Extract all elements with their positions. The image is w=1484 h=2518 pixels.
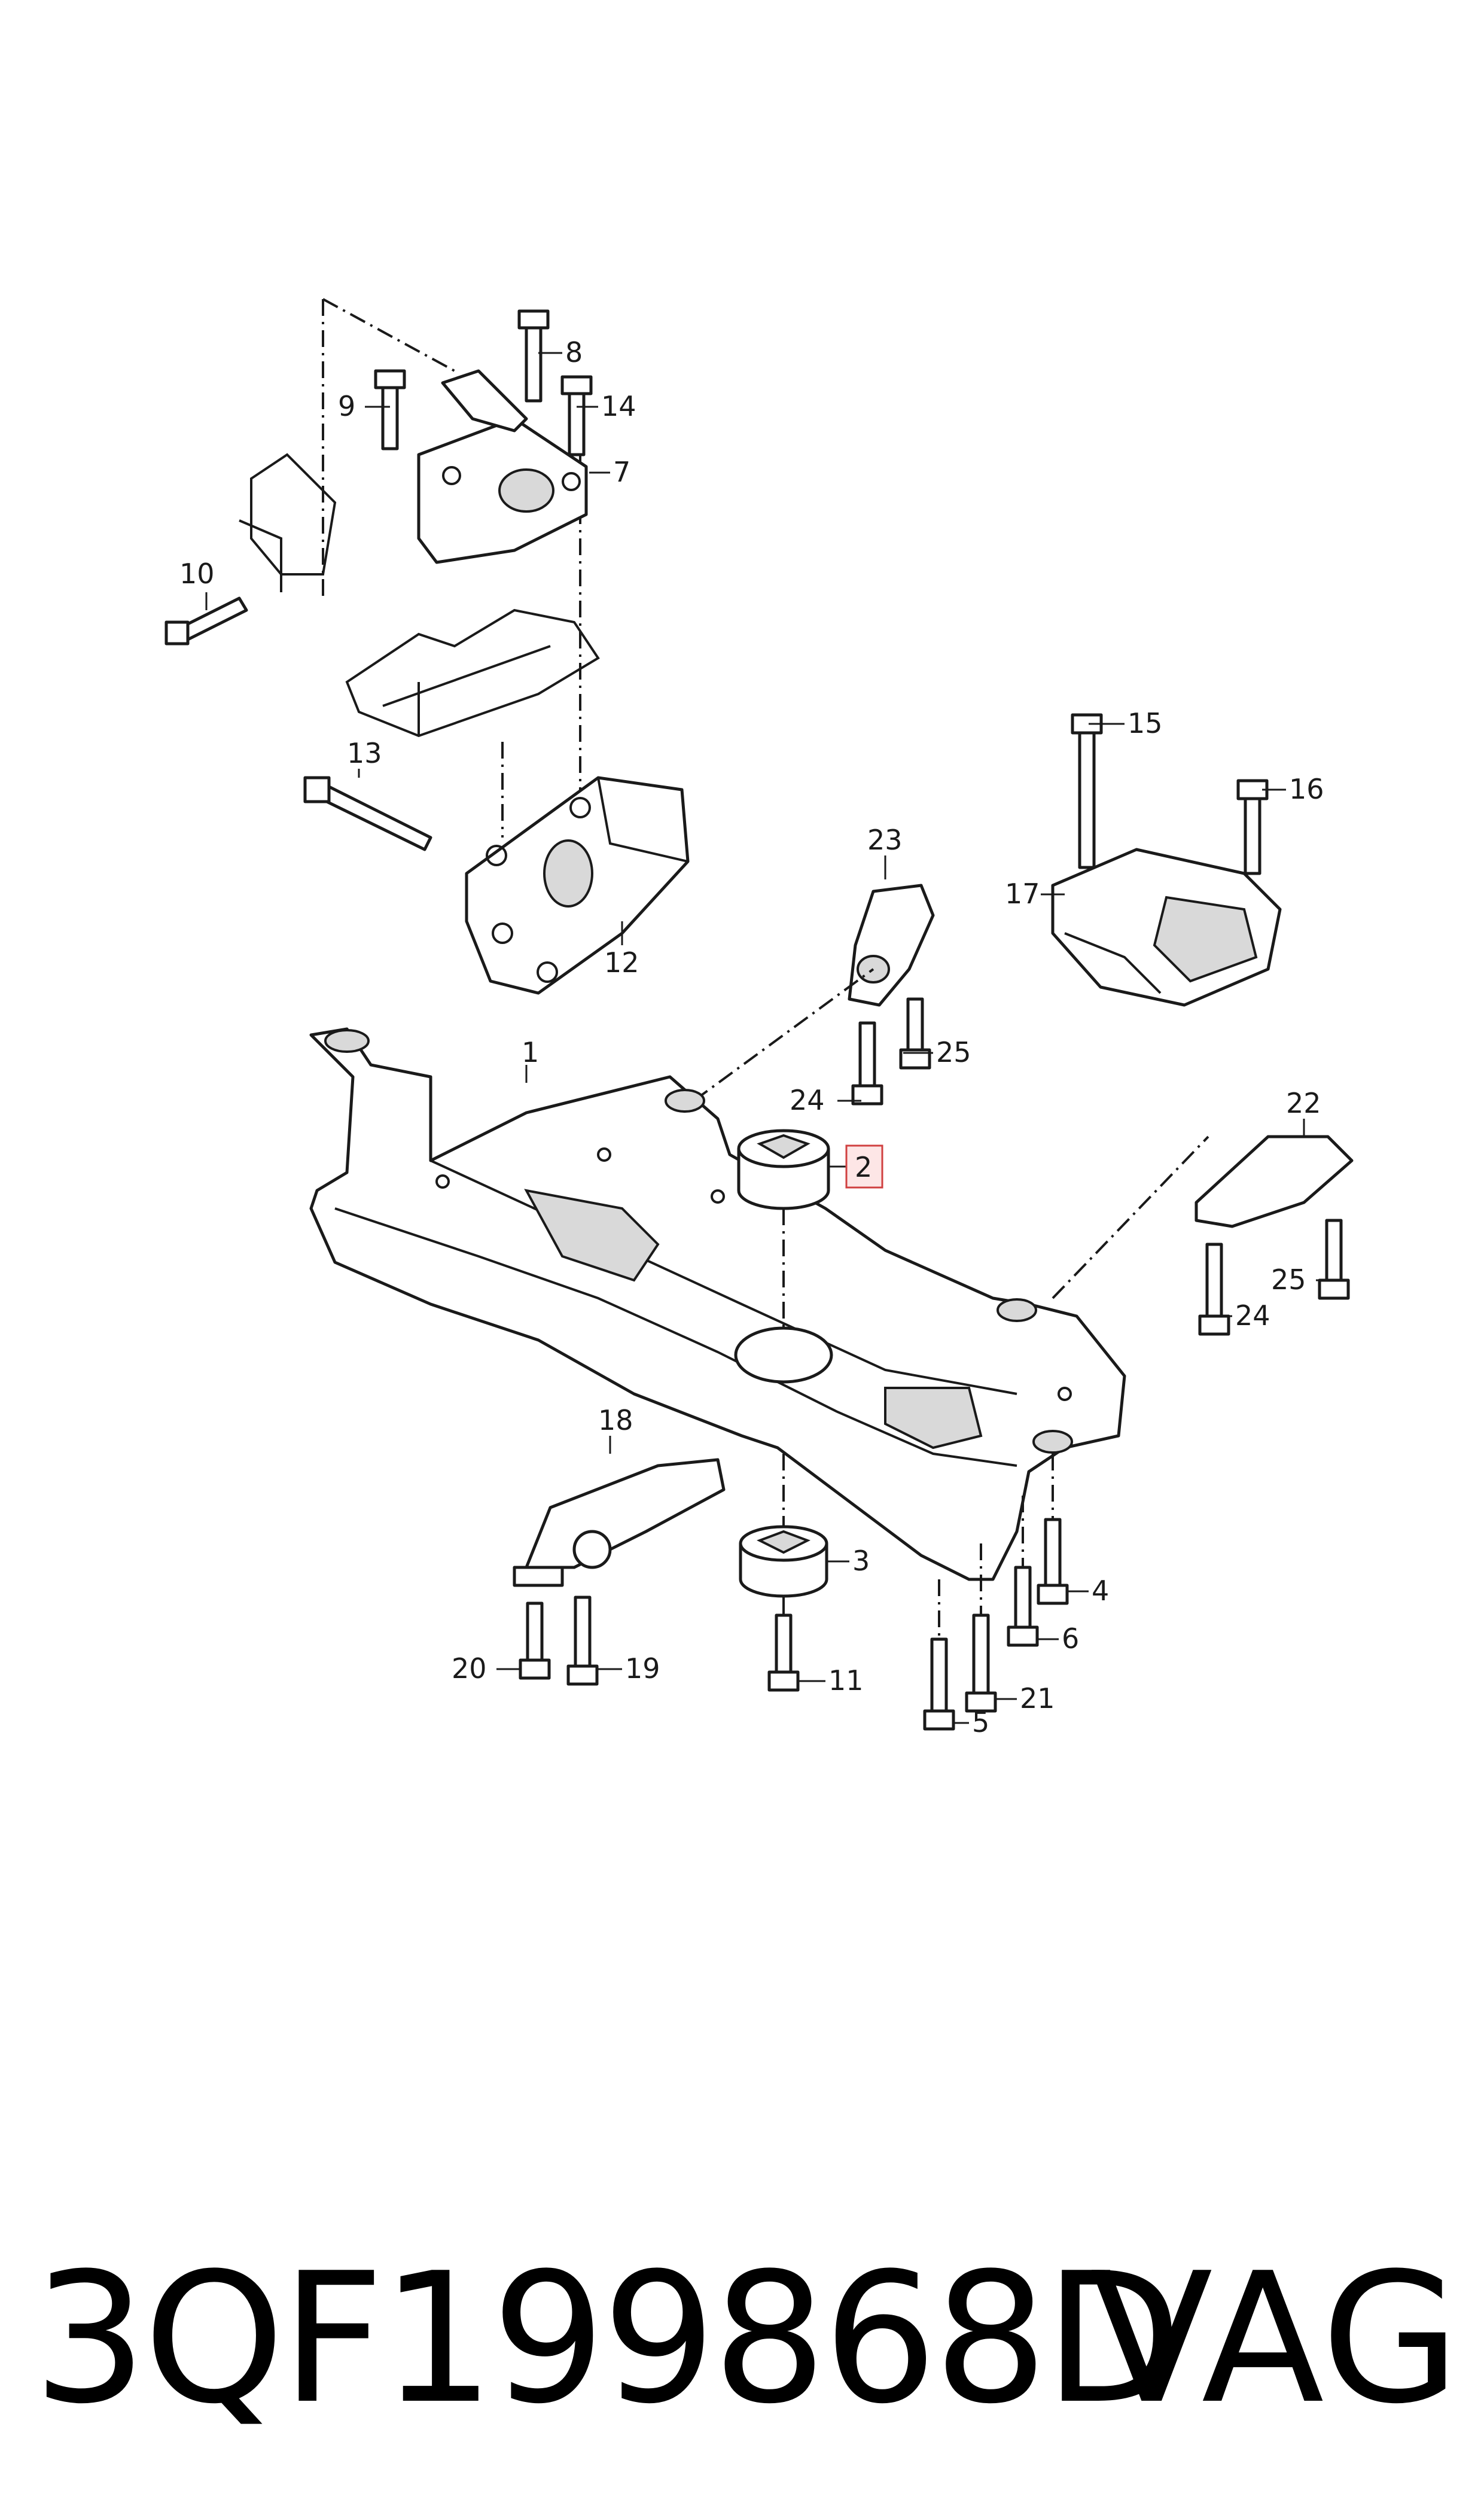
label-9: 9 bbox=[338, 390, 355, 422]
leader-lines bbox=[205, 352, 1334, 1724]
label-15: 15 bbox=[1128, 707, 1163, 739]
label-11: 11 bbox=[828, 1664, 864, 1697]
engine-mount-assembly bbox=[164, 298, 690, 995]
bracket-22-assembly bbox=[1052, 1135, 1354, 1336]
label-23: 23 bbox=[867, 824, 903, 856]
label-21: 21 bbox=[1020, 1682, 1055, 1715]
label-25-upper: 25 bbox=[936, 1036, 971, 1068]
label-16: 16 bbox=[1289, 773, 1324, 805]
label-19: 19 bbox=[625, 1652, 660, 1685]
torque-arm-18 bbox=[513, 1458, 726, 1686]
lower-bolts bbox=[923, 1454, 1069, 1731]
exploded-parts-diagram: 1 2 3 4 5 6 7 8 9 10 11 12 13 14 15 16 1… bbox=[164, 298, 1354, 1738]
label-25-lower: 25 bbox=[1271, 1263, 1306, 1296]
label-22: 22 bbox=[1286, 1087, 1321, 1119]
label-7: 7 bbox=[613, 456, 630, 488]
callout-labels: 1 2 3 4 5 6 7 8 9 10 11 12 13 14 15 16 1… bbox=[179, 336, 1324, 1738]
label-2: 2 bbox=[855, 1151, 872, 1183]
bush-3 bbox=[739, 1454, 828, 1692]
label-2-highlight bbox=[845, 1144, 883, 1189]
label-8: 8 bbox=[565, 336, 583, 369]
label-6: 6 bbox=[1062, 1622, 1079, 1655]
label-14: 14 bbox=[601, 390, 636, 422]
label-3: 3 bbox=[852, 1545, 870, 1577]
label-18: 18 bbox=[598, 1404, 633, 1436]
bush-2 bbox=[737, 1129, 830, 1328]
bracket-23-assembly bbox=[693, 884, 935, 1106]
footer: 3QF199868D VAG bbox=[0, 2213, 1484, 2465]
label-5: 5 bbox=[972, 1706, 989, 1738]
label-4: 4 bbox=[1092, 1575, 1109, 1607]
label-12: 12 bbox=[604, 946, 639, 979]
label-17: 17 bbox=[1005, 878, 1040, 910]
part-number: 3QF199868D bbox=[33, 2234, 1183, 2443]
gearbox-mount-assembly bbox=[1051, 713, 1282, 1007]
label-10: 10 bbox=[179, 558, 215, 590]
brand-name: VAG bbox=[1090, 2234, 1460, 2443]
label-24-upper: 24 bbox=[790, 1084, 825, 1116]
label-1: 1 bbox=[522, 1036, 539, 1068]
label-24-lower: 24 bbox=[1235, 1299, 1270, 1332]
subframe bbox=[309, 1027, 1126, 1581]
label-13: 13 bbox=[347, 737, 382, 769]
label-20: 20 bbox=[452, 1652, 487, 1685]
